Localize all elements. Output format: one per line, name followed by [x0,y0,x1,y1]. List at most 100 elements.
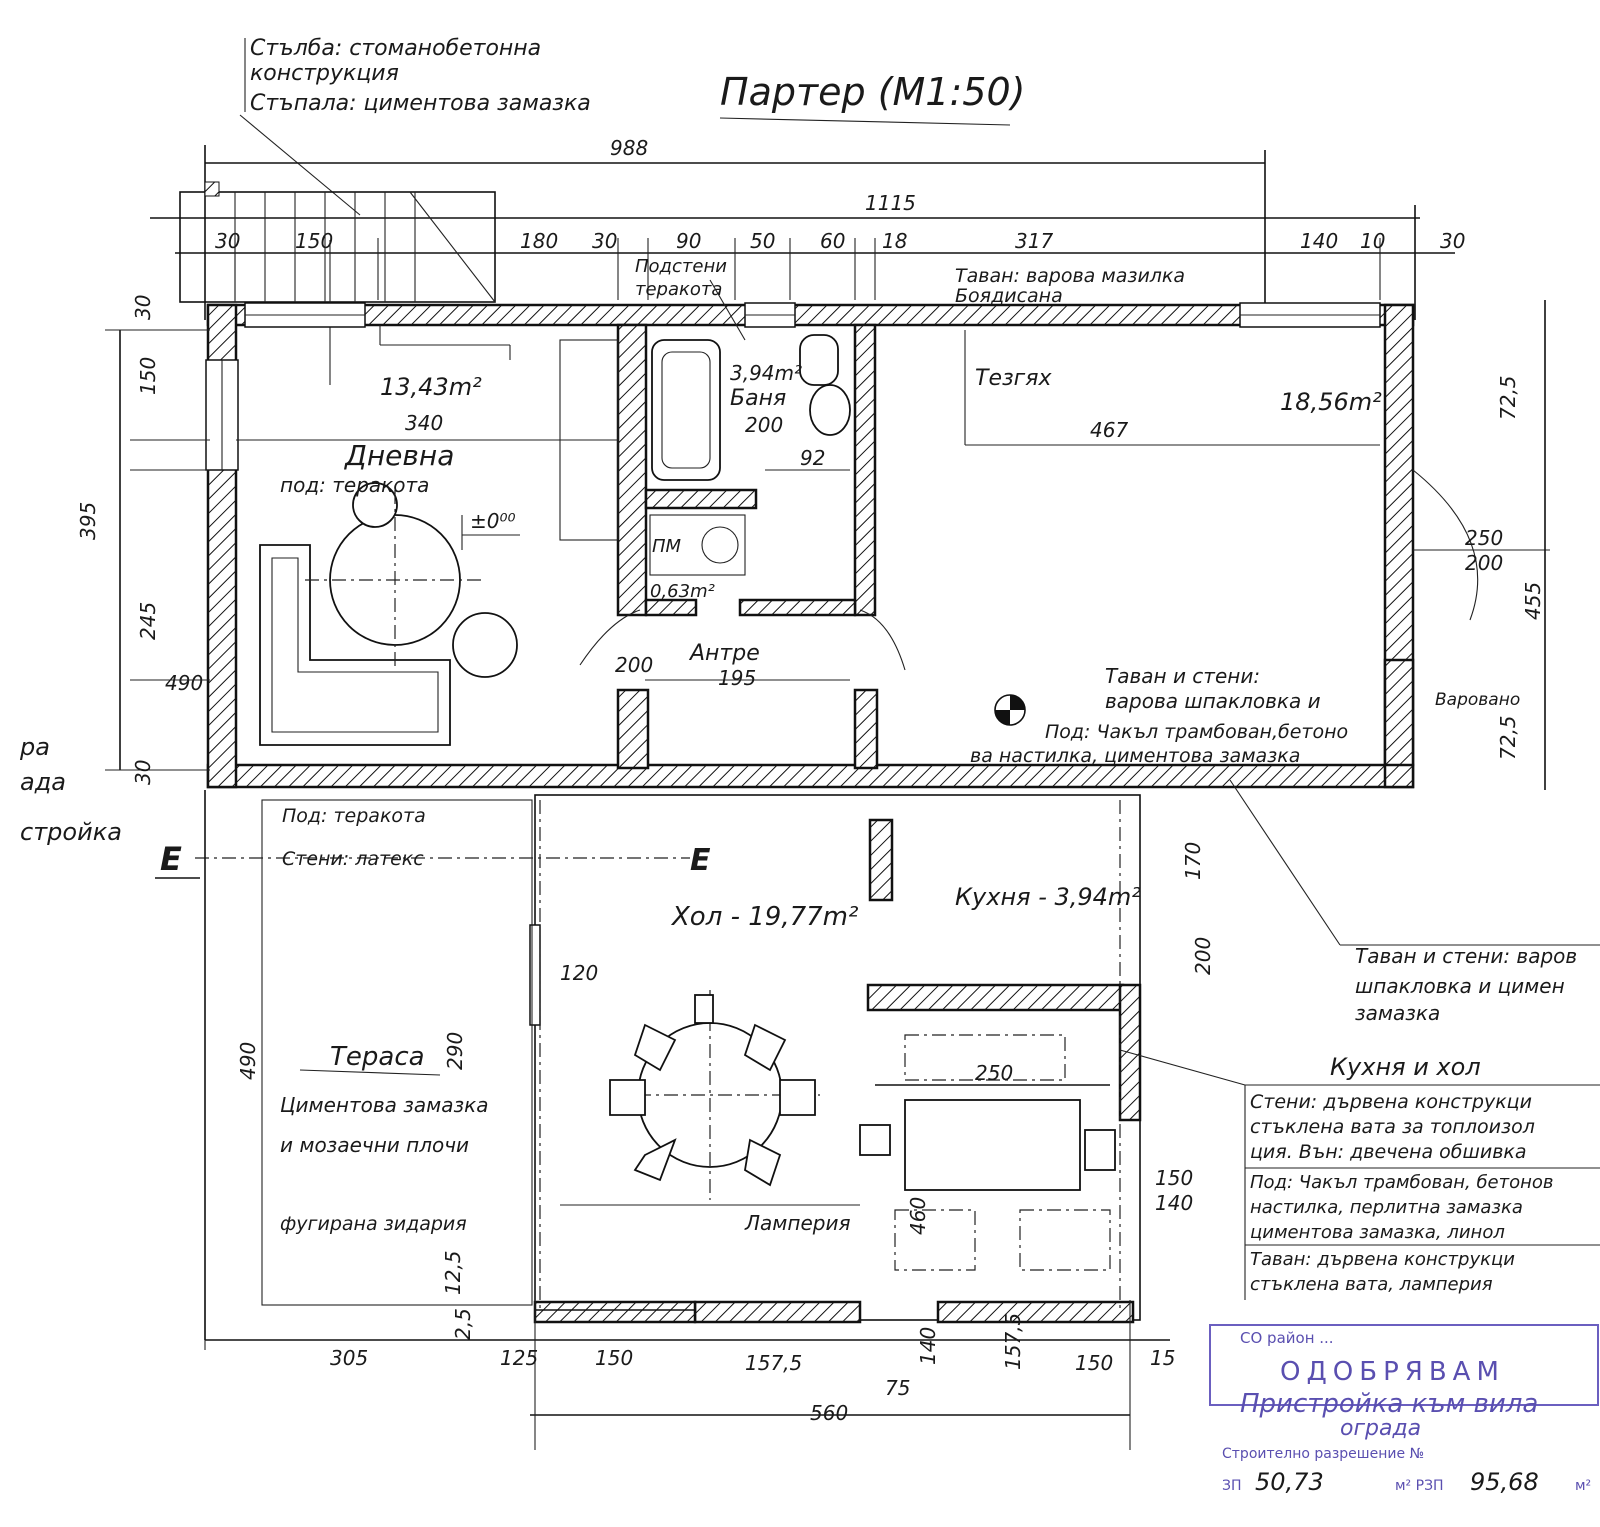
dim-467: 467 [1090,418,1128,442]
big-counter: Тезгях [975,366,1052,391]
kh-line-7: Таван: дървена конструкци [1250,1249,1515,1270]
kh-line-5: настилка, перлитна замазка [1250,1197,1523,1218]
dim-195: 195 [718,666,756,690]
note-ceiling-top-1: Таван: варова мазилка [955,265,1185,287]
dim-30a: 30 [215,229,240,253]
dim-30b: 30 [592,229,617,253]
note-ceiling-walls-2: варова шпакловка и [1105,689,1321,713]
dim-250r: 250 [1465,526,1503,550]
dim-125v: 12,5 [441,1250,465,1295]
dim-15: 15 [1150,1346,1175,1370]
dim-75: 75 [885,1376,910,1400]
stair-note-3: Стъпала: циментова замазка [250,91,591,116]
kitchen-hall-title: Кухня и хол [1330,1053,1481,1081]
stair-note-2: конструкция [250,61,399,86]
kh-line-2: стъклена вата за топлоизол [1250,1116,1535,1138]
right-note-1: Таван и стени: варов [1355,944,1577,968]
stamp-unit: м² [1575,1478,1591,1494]
dim-60: 60 [820,229,845,253]
kh-line-6: циментова замазка, линол [1250,1222,1505,1243]
dim-50: 50 [750,229,775,253]
dim-1575b: 157,5 [1001,1313,1025,1370]
bathtub-icon [651,339,721,481]
dim-290: 290 [443,1032,467,1070]
dim-560: 560 [810,1401,848,1425]
stamp-line-1: СО район ... [1240,1329,1334,1347]
stamp-line-3: Пристройка към вила [1240,1389,1538,1419]
dim-v245: 245 [136,602,160,640]
living-level: ±0⁰⁰ [470,509,516,533]
right-note-3: замазка [1355,1001,1440,1025]
stamp-rzp-label: м² РЗП [1395,1478,1444,1494]
dim-460: 460 [906,1197,930,1235]
entry-name: Антре [688,641,760,666]
bath-width: 200 [745,413,783,437]
dim-140: 140 [1300,229,1338,253]
dim-150a: 150 [595,1346,633,1370]
kh-line-4: Под: Чакъл трамбован, бетонов [1250,1172,1554,1193]
dim-72b: 72,5 [1496,715,1520,760]
living-floor: под: теракота [280,473,429,497]
dim-1575: 157,5 [745,1351,802,1375]
right-edge-note: Варовано [1435,690,1520,710]
dim-988: 988 [610,136,648,160]
wall-top [206,303,1415,327]
terrace-floor2: и мозаечни плочи [280,1133,469,1157]
stamp-line-5: Строително разрешение № [1222,1446,1424,1462]
dim-v30: 30 [131,295,155,320]
approval-stamp: СО район ... ОДОБРЯВАМ Пристройка към ви… [1209,1324,1599,1496]
kh-line-1: Стени: дървена конструкци [1250,1091,1532,1113]
dim-v490: 490 [165,671,203,695]
dim-170v: 170 [1181,842,1205,880]
note-ceiling-walls-1: Таван и стени: [1105,664,1260,688]
dim-140a: 140 [916,1327,940,1365]
toilet-icon [799,334,839,386]
stair-note-1: Стълба: стоманобетонна [250,36,541,61]
stamp-line-4: ограда [1340,1416,1421,1441]
dim-317: 317 [1015,229,1053,253]
section-mark-left: Е [160,840,182,878]
dim-150r: 150 [1155,1166,1193,1190]
dim-150b: 150 [1075,1351,1113,1375]
kh-line-8: стъклена вата, ламперия [1250,1274,1493,1295]
dim-v30b: 30 [131,760,155,785]
dim-200-entry: 200 [615,653,653,677]
pantry-name: ПМ [652,536,682,557]
terrace-wall: фугирана зидария [280,1213,467,1235]
left-edge-3: стройка [20,818,122,846]
dim-25v: 2,5 [451,1308,475,1340]
dim-180: 180 [520,229,558,253]
terrace-floor-note: Под: теракота [282,805,426,827]
dim-200v: 200 [1191,937,1215,975]
dim-90: 90 [676,229,701,253]
hall-name: Хол - 19,77m² [670,902,858,932]
dim-120: 120 [560,961,598,985]
terrace-name: Тераса [330,1042,425,1072]
dim-305: 305 [330,1346,368,1370]
right-note-2: шпакловка и цимен [1355,974,1565,998]
bath-area: 3,94m² [730,361,802,385]
dim-340: 340 [405,411,443,435]
dim-72a: 72,5 [1496,375,1520,420]
dim-v150: 150 [136,357,160,395]
dim-1115: 1115 [865,191,916,215]
bath-name: Баня [730,386,786,411]
dim-150: 150 [295,229,333,253]
note-ceiling-top-2: Боядисана [955,285,1063,307]
dim-490b: 490 [236,1042,260,1080]
left-edge-2: ада [20,768,66,796]
pantry-area: 0,63m² [650,581,715,602]
stamp-zp-label: ЗП [1222,1478,1242,1494]
living-name: Дневна [343,439,454,472]
note-floor-big-2: ва настилка, циментова замазка [970,745,1300,767]
stamp-rzp-value: 95,68 [1470,1468,1539,1496]
left-edge-1: ра [19,733,50,761]
sink-icon [809,384,851,436]
dim-125: 125 [500,1346,538,1370]
dim-395: 395 [76,502,100,540]
lamperia-label: Ламперия [744,1211,851,1235]
living-area: 13,43m² [380,373,482,401]
plan-title: Партер (М1:50) [720,70,1025,114]
terrace-walls-note: Стени: латекс [282,848,424,870]
dim-30c: 30 [1440,229,1465,253]
